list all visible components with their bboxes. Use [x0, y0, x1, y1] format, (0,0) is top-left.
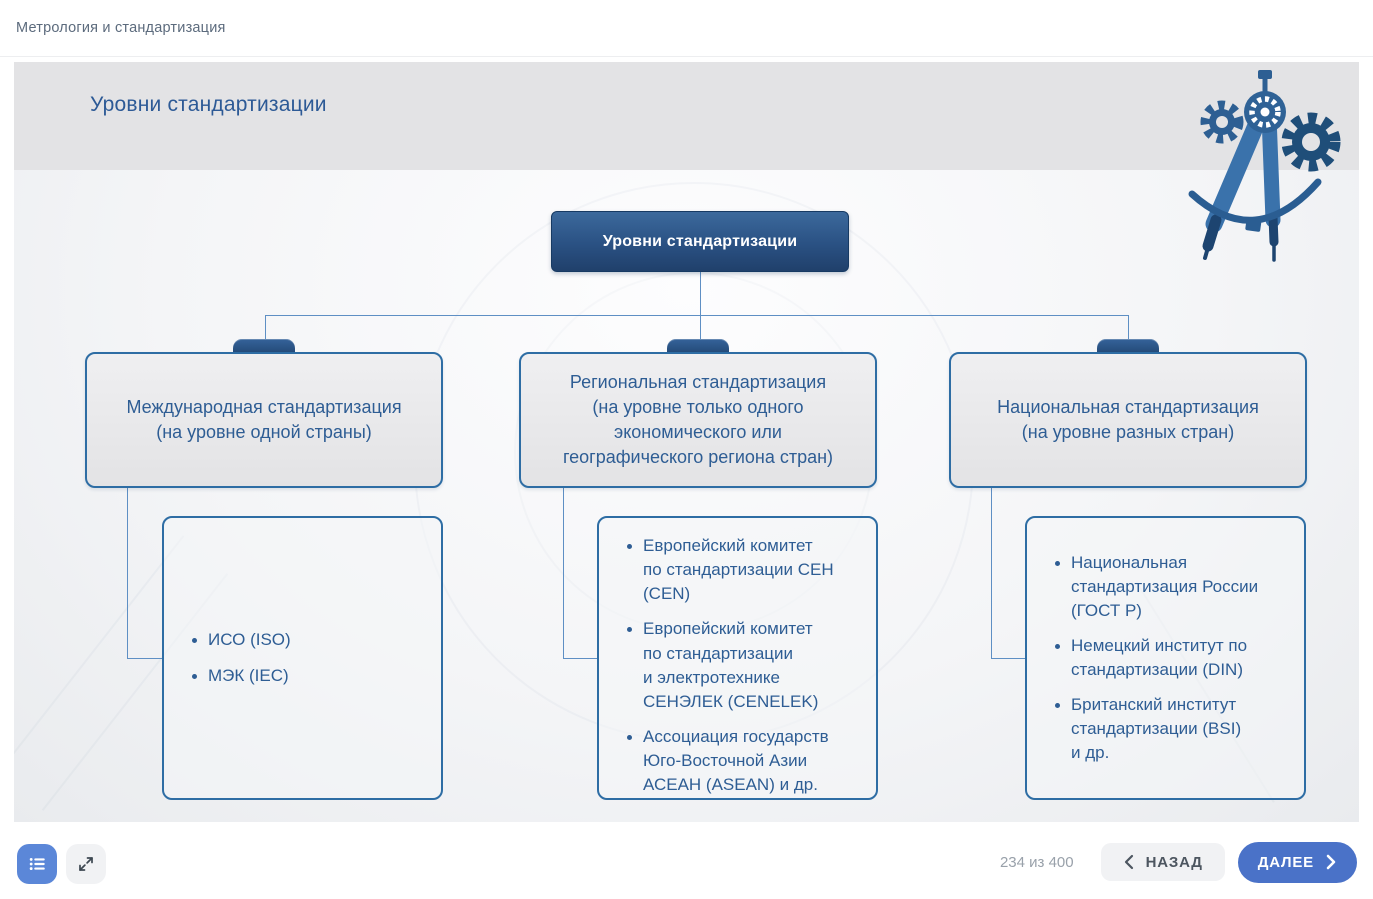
slide-title: Уровни стандартизации: [90, 93, 327, 116]
small-gear-icon: [1200, 100, 1244, 144]
back-button-label: НАЗАД: [1145, 853, 1203, 871]
bullet-icon: [1055, 560, 1060, 566]
diagram-box-national: Национальная стандартизация (на уровне р…: [949, 352, 1307, 488]
diagram-box-international: Международная стандартизация (на уровне …: [85, 352, 443, 488]
list-item-text: Европейский комитет по стандартизации СЕ…: [643, 536, 834, 604]
footer-bar: 234 из 400 НАЗАД ДАЛЕЕ: [0, 822, 1373, 899]
connector-line: [265, 315, 1129, 316]
large-gear-icon: [1281, 112, 1341, 172]
list-item-text: Европейский комитет по стандартизации и …: [643, 619, 819, 711]
course-title: Метрология и стандартизация: [16, 20, 226, 36]
list-item-text: МЭК (IEC): [208, 665, 289, 685]
chevron-left-icon: [1124, 854, 1133, 870]
list-item: Национальная стандартизация России (ГОСТ…: [1027, 551, 1288, 623]
diagram-sublist-international: ИСО (ISO) МЭК (IEC): [162, 516, 443, 800]
bullet-icon: [192, 638, 197, 644]
diagram-box-label: Региональная стандартизация (на уровне т…: [562, 371, 834, 468]
connector-line: [563, 488, 564, 658]
bullet-list-icon: [29, 858, 45, 870]
progress-label: 234 из 400: [999, 853, 1074, 871]
diagram-root-node: Уровни стандартизации: [551, 211, 849, 272]
list-item-text: Британский институт стандартизации (BSI)…: [1071, 695, 1242, 763]
footer-navigation: 234 из 400 НАЗАД ДАЛЕЕ: [1000, 841, 1357, 883]
list-item-text: Ассоциация государств Юго-Восточной Азии…: [643, 726, 829, 795]
bullet-icon: [1055, 643, 1060, 649]
bullet-icon: [627, 544, 632, 549]
topbar: Метрология и стандартизация: [0, 0, 1373, 57]
diagram-box-label: Международная стандартизация (на уровне …: [126, 396, 402, 442]
next-button-label: ДАЛЕЕ: [1257, 853, 1314, 871]
expand-arrows-icon: [79, 857, 93, 871]
connector-line: [563, 658, 598, 659]
connector-line: [991, 658, 1026, 659]
list-item-text: Национальная стандартизация России (ГОСТ…: [1071, 552, 1259, 620]
list-item-text: ИСО (ISO): [208, 630, 291, 650]
connector-line: [1128, 315, 1129, 342]
bullet-icon: [192, 673, 197, 679]
back-button[interactable]: НАЗАД: [1100, 843, 1225, 881]
contents-button[interactable]: [17, 844, 57, 884]
diagram-sublist-regional: Европейский комитет по стандартизации СЕ…: [597, 516, 878, 800]
connector-line: [700, 315, 701, 342]
diagram-sublist-national: Национальная стандартизация России (ГОСТ…: [1025, 516, 1306, 800]
list-item: Европейский комитет по стандартизации СЕ…: [599, 534, 860, 606]
connector-line: [991, 488, 992, 658]
diagram-box-regional: Региональная стандартизация (на уровне т…: [519, 352, 877, 488]
connector-line: [265, 315, 266, 342]
list-item: Европейский комитет по стандартизации и …: [599, 617, 860, 714]
bullet-icon: [627, 627, 632, 633]
list-item: ИСО (ISO): [164, 628, 425, 652]
list-item: Британский институт стандартизации (BSI)…: [1027, 693, 1288, 765]
connector-line: [700, 272, 701, 316]
list-item-text: Немецкий институт по стандартизации (DIN…: [1071, 635, 1248, 679]
next-button[interactable]: ДАЛЕЕ: [1237, 841, 1357, 883]
connector-line: [127, 658, 163, 659]
chevron-right-icon: [1326, 854, 1336, 870]
diagram-root-label: Уровни стандартизации: [602, 232, 798, 250]
list-item: Немецкий институт по стандартизации (DIN…: [1027, 634, 1288, 682]
connector-line: [127, 488, 128, 658]
list-item: МЭК (IEC): [164, 664, 425, 688]
diagram-box-label: Национальная стандартизация (на уровне р…: [997, 396, 1259, 442]
fullscreen-button[interactable]: [66, 844, 106, 884]
slide-region: Уровни стандартизации: [14, 62, 1359, 822]
bullet-icon: [627, 734, 632, 740]
compass-gears-illustration: [1188, 70, 1341, 262]
bullet-icon: [1055, 703, 1060, 709]
list-item: Ассоциация государств Юго-Восточной Азии…: [599, 725, 860, 797]
compass-icon: [1188, 70, 1322, 262]
slide-header-band: [14, 62, 1359, 170]
